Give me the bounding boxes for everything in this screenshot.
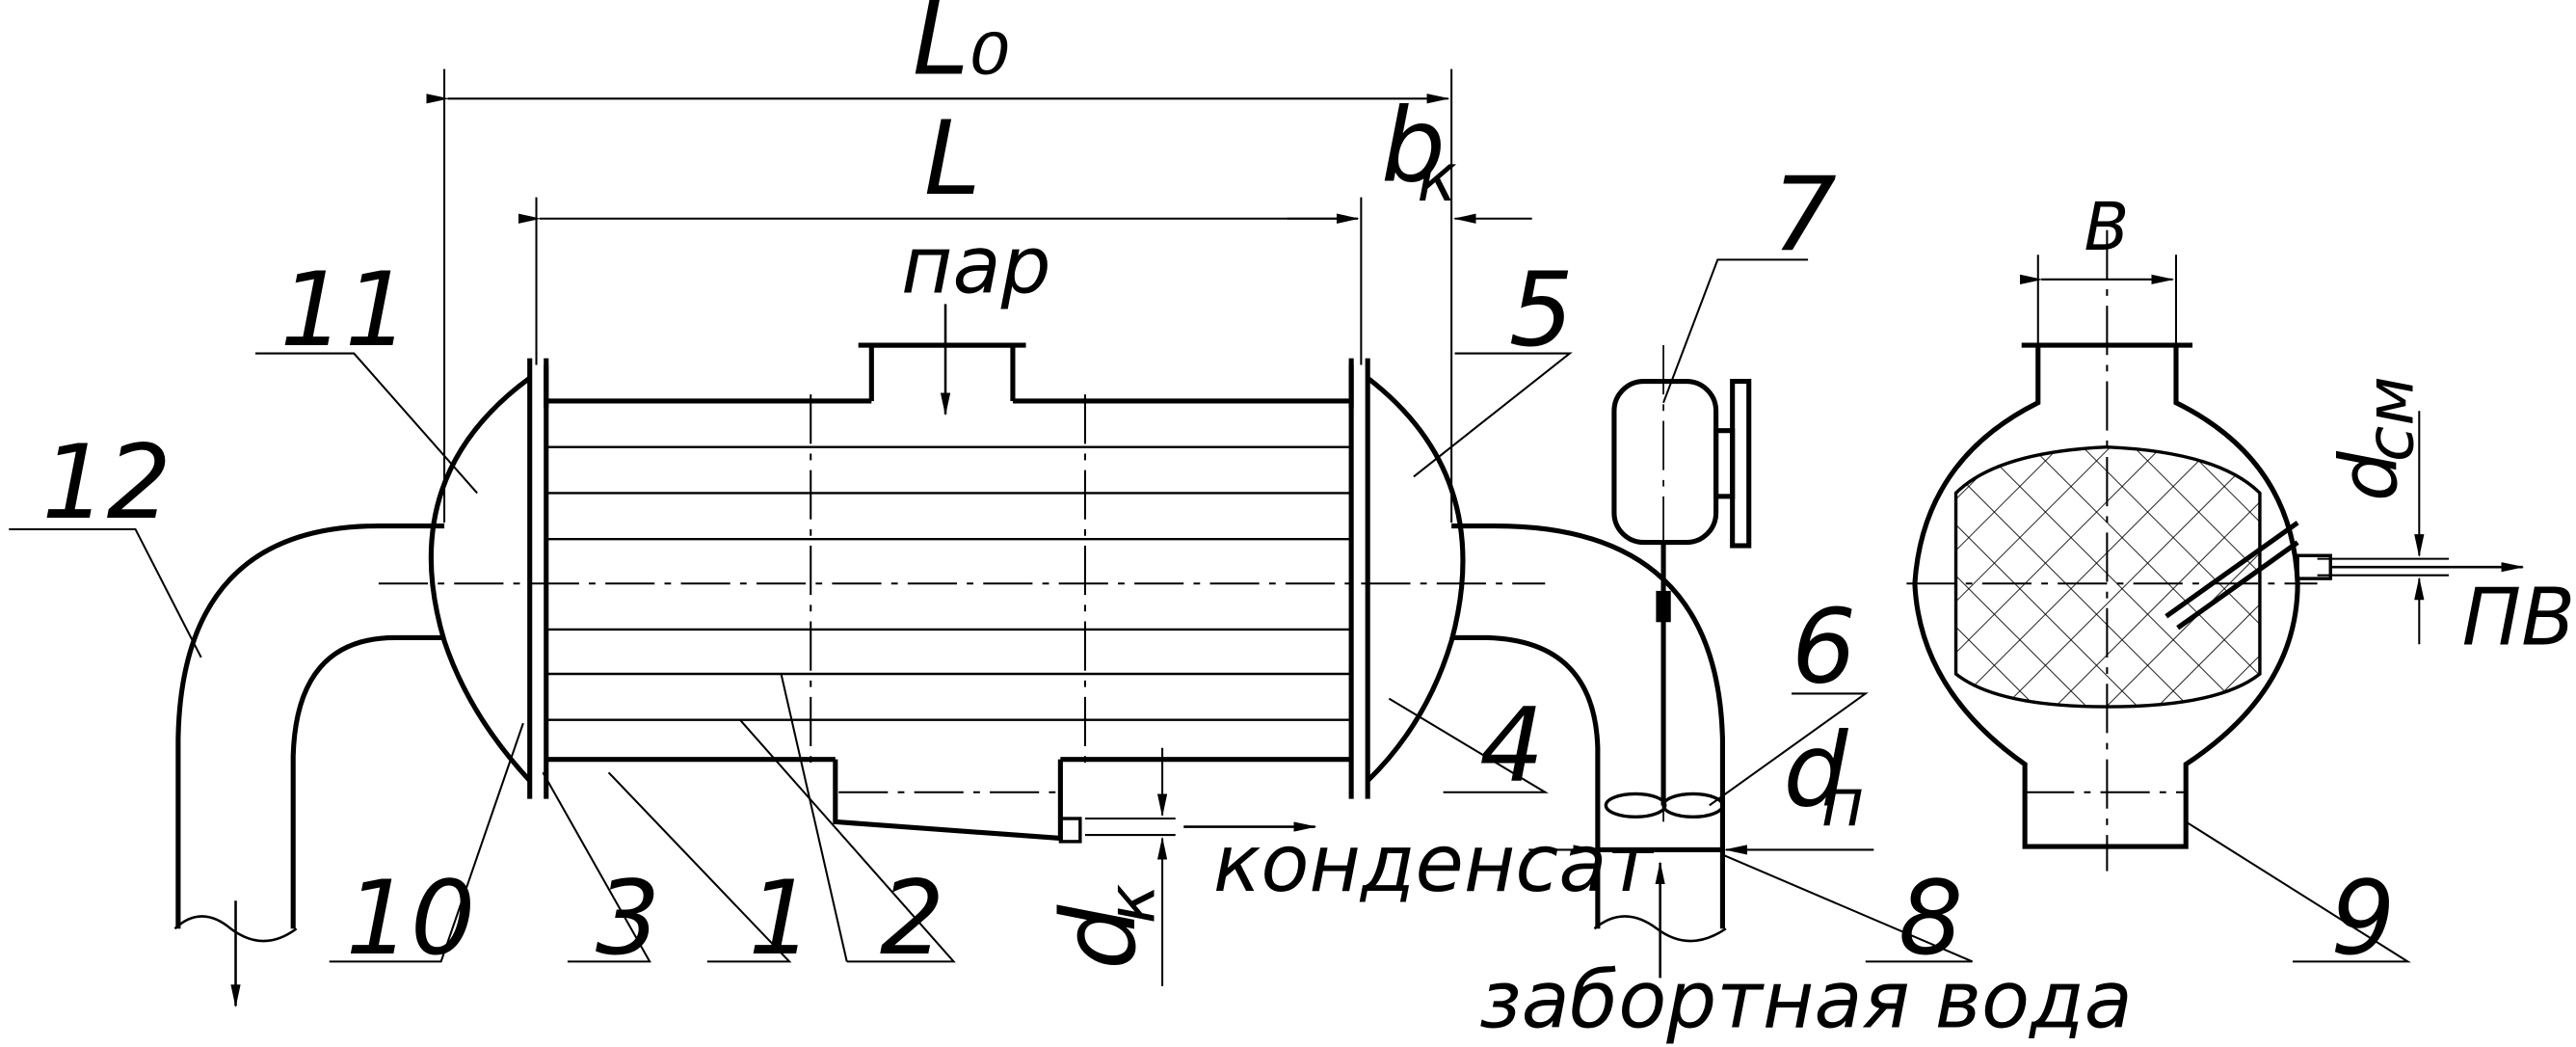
dim-dn-sub: п	[1821, 765, 1865, 842]
propeller	[1604, 792, 1725, 819]
condensate-label: конденсат	[1213, 819, 1656, 910]
tube-bundle	[545, 445, 1352, 721]
heat-exchanger-body	[428, 342, 1466, 844]
dim-dk-label: d	[1040, 904, 1158, 970]
motor	[1611, 378, 1752, 549]
filling-mesh	[1953, 445, 2262, 709]
dim-L-label: L	[924, 99, 981, 218]
dim-bk-label: b	[1381, 87, 1446, 205]
dim-dcm-sub: см	[2352, 376, 2429, 462]
callout-5: 5	[1509, 251, 1574, 369]
dim-B-label: B	[2085, 190, 2130, 266]
leader-lines	[9, 258, 2411, 963]
dim-bk-sub: к	[1417, 141, 1456, 217]
dim-L0-label: L₀	[913, 0, 1010, 98]
callout-4: 4	[1479, 686, 1544, 805]
callout-numbers: 1 2 3 4 5 6 7 8 9 10 11 12	[41, 155, 2395, 978]
callout-10: 10	[346, 859, 475, 978]
callout-11: 11	[280, 251, 410, 369]
steam-label: пар	[901, 220, 1051, 311]
callout-3: 3	[596, 859, 660, 978]
callout-7: 7	[1772, 155, 1837, 274]
callout-2: 2	[880, 859, 944, 978]
seawater-label: забортная вода	[1479, 955, 2133, 1047]
callout-12: 12	[41, 423, 171, 542]
callout-6: 6	[1792, 588, 1856, 707]
shaft	[1656, 345, 1671, 822]
callout-1: 1	[748, 859, 812, 978]
mixture-label: ПВС	[2462, 572, 2576, 663]
dimension-lines	[426, 68, 2449, 986]
outlet-pipe	[173, 524, 445, 943]
dim-dcm-label: d	[2324, 450, 2415, 501]
callout-9: 9	[2330, 859, 2395, 978]
dimension-labels: L₀ L b к B d см d п d к	[913, 0, 2430, 970]
dim-dk-sub: к	[1095, 884, 1171, 924]
mixture-outlet-tube	[2164, 521, 2299, 631]
dim-dn-label: d	[1784, 711, 1849, 829]
callout-8: 8	[1899, 859, 1963, 978]
flow-labels: пар конденсат забортная вода ПВС	[901, 220, 2576, 1046]
